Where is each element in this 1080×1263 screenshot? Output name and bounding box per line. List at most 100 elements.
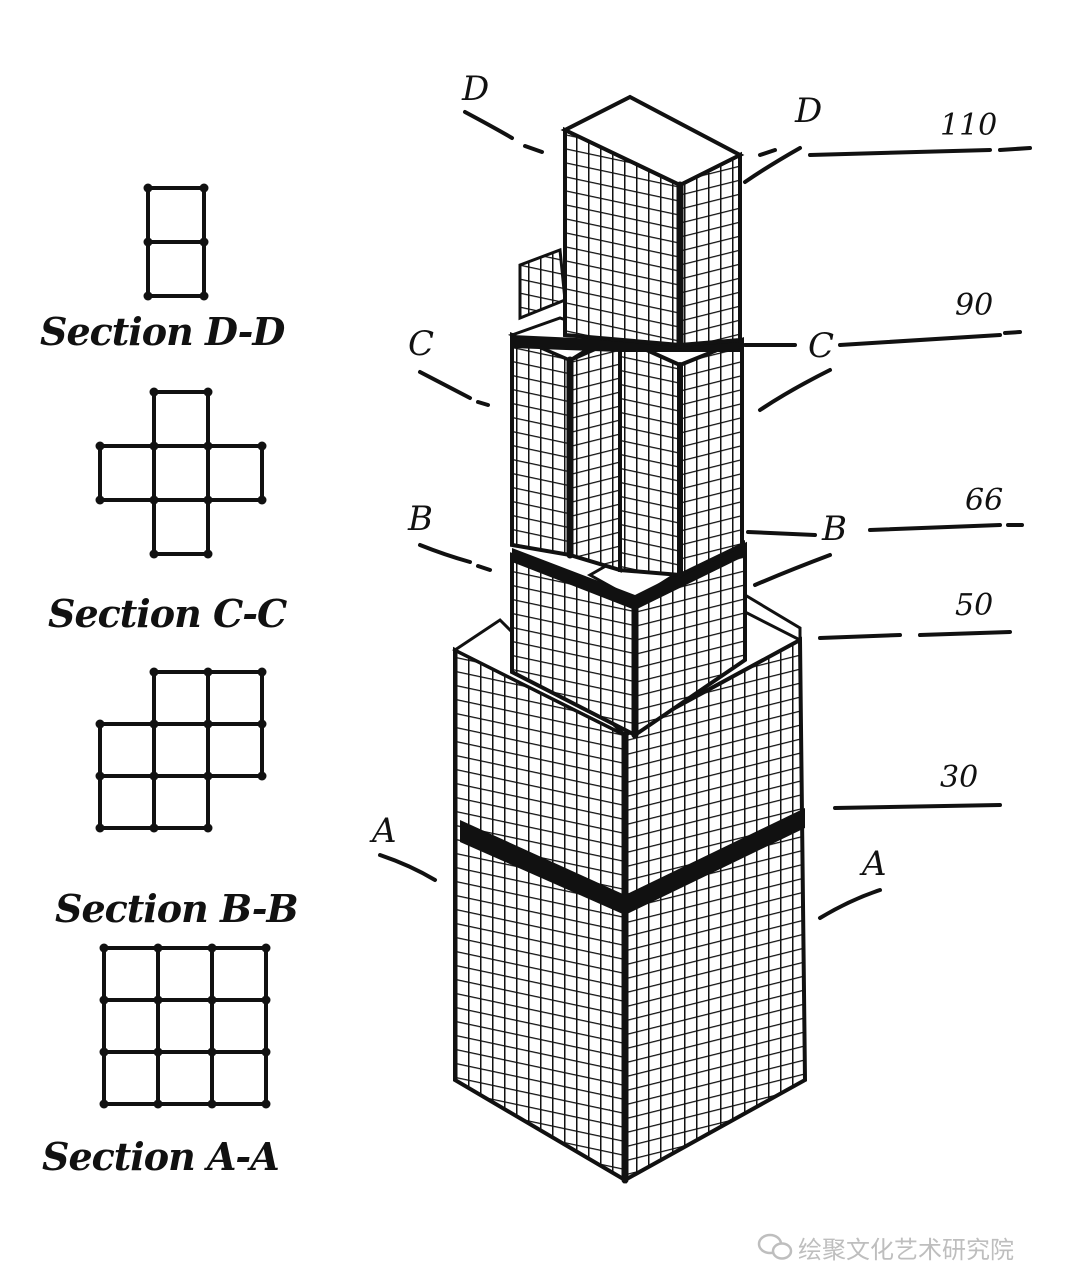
grid-node bbox=[143, 291, 153, 301]
grid-node bbox=[257, 719, 267, 729]
section-c-c-label: Section C-C bbox=[48, 591, 287, 636]
floor-line-66 bbox=[868, 523, 1024, 532]
section-d-d-grid bbox=[143, 183, 209, 301]
grid-node bbox=[99, 1099, 109, 1109]
section-d-d-label: Section D-D bbox=[40, 309, 285, 354]
grid-node bbox=[153, 995, 163, 1005]
grid-node bbox=[149, 441, 159, 451]
grid-node bbox=[95, 719, 105, 729]
floor-line-50 bbox=[818, 630, 1012, 640]
grid-node bbox=[99, 943, 109, 953]
section-a-a: Section A-A bbox=[42, 943, 280, 1179]
cut-marker-c-right: C bbox=[808, 326, 834, 366]
grid-node bbox=[95, 441, 105, 451]
grid-node bbox=[257, 441, 267, 451]
grid-node bbox=[257, 667, 267, 677]
cut-line-a-left bbox=[378, 853, 437, 882]
floor-level-90: 90 bbox=[955, 288, 993, 323]
tower-base-roof-right bbox=[743, 592, 802, 643]
grid-node bbox=[207, 1099, 217, 1109]
tower-upper-mid-face bbox=[568, 334, 622, 573]
grid-node bbox=[153, 1047, 163, 1057]
grid-node bbox=[207, 943, 217, 953]
grid-node bbox=[149, 719, 159, 729]
section-c-c: Section C-C bbox=[48, 387, 288, 636]
section-b-b-label: Section B-B bbox=[55, 886, 298, 931]
cut-marker-a-right: A bbox=[859, 844, 887, 884]
grid-node bbox=[149, 387, 159, 397]
tower-upper-right-face bbox=[618, 334, 682, 578]
tower-band-30-right bbox=[625, 808, 805, 915]
grid-node bbox=[261, 943, 271, 953]
tower-upper-left-face bbox=[510, 331, 572, 558]
grid-node bbox=[149, 495, 159, 505]
floor-levels: 110 90 66 50 30 bbox=[808, 108, 1032, 810]
cut-markers: D D C C B B A A bbox=[369, 69, 887, 920]
section-b-b: Section B-B bbox=[55, 667, 299, 931]
section-b-b-grid bbox=[95, 667, 267, 833]
cut-line-b-left bbox=[418, 543, 492, 572]
cut-marker-a-left: A bbox=[369, 811, 397, 851]
grid-node bbox=[95, 495, 105, 505]
grid-node bbox=[95, 823, 105, 833]
grid-node bbox=[257, 771, 267, 781]
cut-line-c-right bbox=[743, 343, 832, 412]
grid-node bbox=[261, 1047, 271, 1057]
grid-node bbox=[203, 387, 213, 397]
floor-line-110 bbox=[808, 146, 1032, 157]
grid-node bbox=[203, 823, 213, 833]
grid-node bbox=[261, 1099, 271, 1109]
grid-node bbox=[203, 719, 213, 729]
tower-drawing bbox=[452, 94, 808, 1184]
floor-level-30: 30 bbox=[940, 760, 978, 795]
cut-line-d-left bbox=[463, 110, 544, 154]
grid-node bbox=[207, 995, 217, 1005]
grid-node bbox=[203, 549, 213, 559]
floor-line-30 bbox=[833, 803, 1002, 810]
grid-node bbox=[149, 771, 159, 781]
tower-top-roof bbox=[560, 94, 745, 188]
cut-line-d-right bbox=[743, 146, 802, 184]
cut-line-a-right bbox=[818, 888, 882, 920]
grid-node bbox=[143, 237, 153, 247]
tower-band-30-left bbox=[460, 820, 625, 915]
tower-band-90 bbox=[512, 335, 742, 352]
cut-line-b-right bbox=[746, 530, 832, 587]
grid-node bbox=[261, 995, 271, 1005]
grid-node bbox=[149, 823, 159, 833]
watermark-text: 绘聚文化艺术研究院 bbox=[798, 1236, 1014, 1263]
grid-node bbox=[143, 183, 153, 193]
cut-marker-d-left: D bbox=[461, 69, 489, 109]
floor-level-50: 50 bbox=[955, 588, 993, 623]
tower-upper-back-face bbox=[518, 247, 567, 321]
grid-node bbox=[203, 667, 213, 677]
grid-node bbox=[203, 495, 213, 505]
section-a-a-label: Section A-A bbox=[42, 1134, 279, 1179]
grid-node bbox=[199, 291, 209, 301]
grid-node bbox=[153, 943, 163, 953]
wechat-icon bbox=[757, 1233, 793, 1260]
grid-node bbox=[95, 771, 105, 781]
grid-node bbox=[99, 1047, 109, 1057]
grid-node bbox=[149, 667, 159, 677]
section-d-d: Section D-D bbox=[40, 183, 286, 354]
grid-node bbox=[199, 183, 209, 193]
section-a-a-grid bbox=[99, 943, 271, 1109]
cut-marker-c-left: C bbox=[408, 324, 434, 364]
tower-upper-far-face bbox=[678, 337, 744, 579]
floor-line-90 bbox=[838, 330, 1022, 347]
watermark: 绘聚文化艺术研究院 bbox=[757, 1233, 1014, 1263]
tower-band-66 bbox=[512, 540, 745, 610]
grid-node bbox=[199, 237, 209, 247]
grid-node bbox=[153, 1099, 163, 1109]
grid-node bbox=[207, 1047, 217, 1057]
cut-marker-b-right: B bbox=[821, 509, 847, 549]
cut-marker-b-left: B bbox=[407, 499, 433, 539]
floor-level-110: 110 bbox=[940, 108, 997, 143]
cut-marker-d-right: D bbox=[794, 91, 822, 131]
section-c-c-grid bbox=[95, 387, 267, 559]
grid-node bbox=[257, 495, 267, 505]
grid-node bbox=[149, 549, 159, 559]
grid-node bbox=[203, 771, 213, 781]
